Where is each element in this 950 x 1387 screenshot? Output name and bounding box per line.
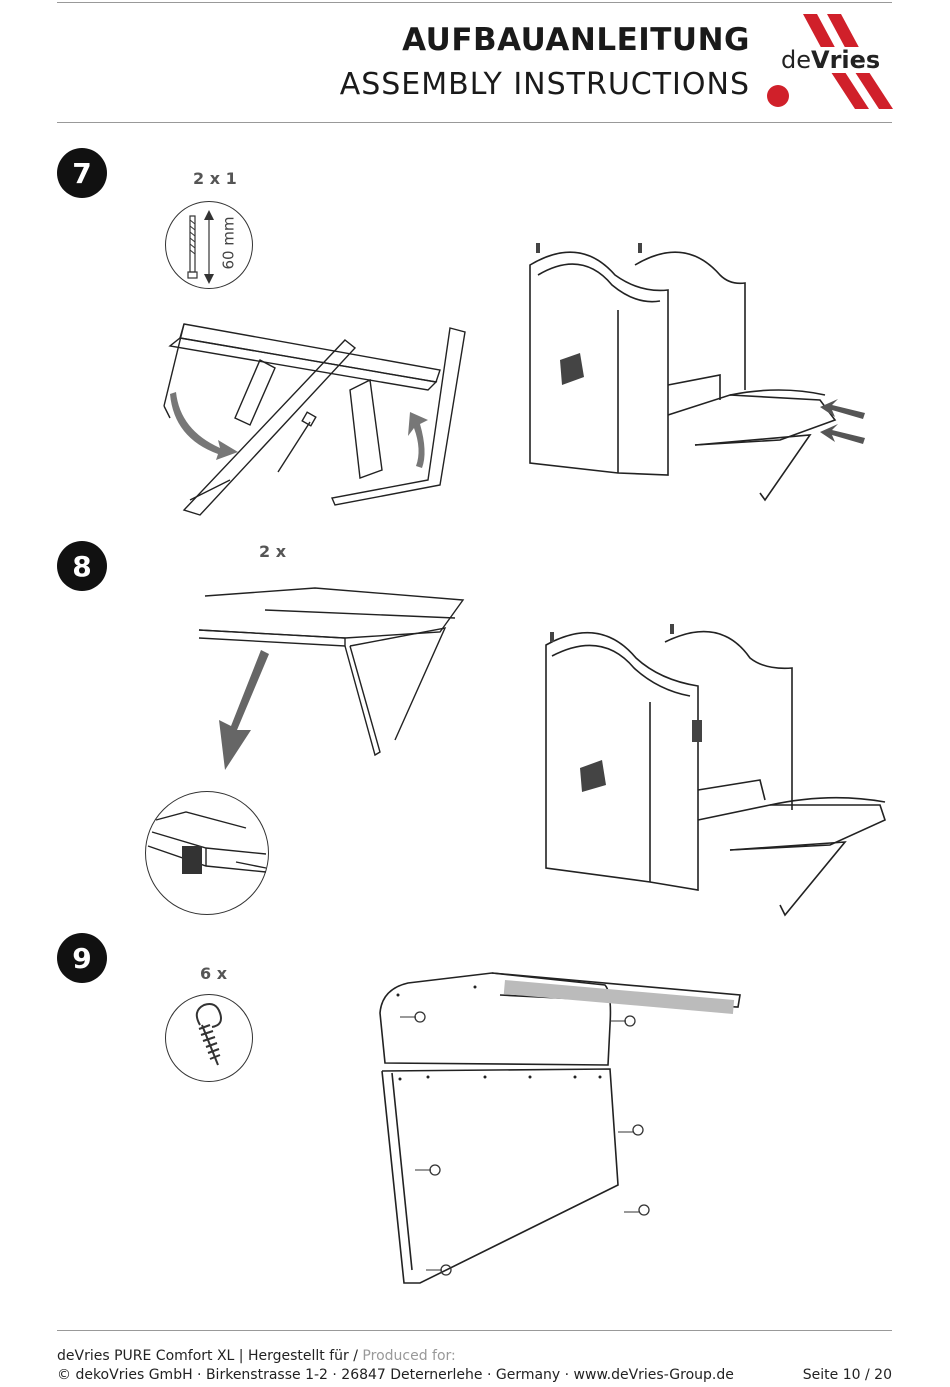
step-7-badge: 7 xyxy=(57,148,107,198)
bolt-icon xyxy=(187,210,214,284)
logo-text-bold: Vries xyxy=(811,46,880,74)
step-7-footrest-drawing xyxy=(163,323,466,516)
footer-product-text: deVries PURE Comfort XL | Hergestellt fü… xyxy=(57,1348,363,1364)
devries-logo: deVries xyxy=(765,14,895,112)
footer-page-number: Seite 10 / 20 xyxy=(802,1367,892,1383)
logo-text-prefix: de xyxy=(781,46,811,74)
screw-hook-icon xyxy=(195,1003,222,1066)
step-8-quantity: 2 x xyxy=(259,542,287,561)
step-9-badge: 9 xyxy=(57,933,107,983)
title-german: AUFBAUANLEITUNG xyxy=(402,22,750,58)
top-rule xyxy=(57,2,892,3)
connector-detail-icon xyxy=(147,811,267,874)
step-7-part-circle: 60 mm xyxy=(165,201,253,289)
step-9-quantity: 6 x xyxy=(200,964,228,983)
step-7-beach-chair-drawing xyxy=(529,243,865,502)
bolt-length-label: 60 mm xyxy=(219,216,238,270)
step-9-canopy-drawing xyxy=(379,972,741,1284)
step-8-footrest-drawing xyxy=(198,587,465,770)
step-8-detail-circle xyxy=(145,791,269,915)
step-7-quantity: 2 x 1 xyxy=(193,169,237,188)
header-rule xyxy=(57,122,892,123)
svg-text:deVries: deVries xyxy=(781,46,880,74)
step-8-beach-chair-drawing xyxy=(545,624,886,917)
title-english: ASSEMBLY INSTRUCTIONS xyxy=(339,67,750,102)
step-9-part-circle xyxy=(165,994,253,1082)
step-8-badge: 8 xyxy=(57,541,107,591)
footer-produced-for: Produced for: xyxy=(362,1348,456,1364)
footer-rule xyxy=(57,1330,892,1331)
footer-product: deVries PURE Comfort XL | Hergestellt fü… xyxy=(57,1348,456,1364)
footer-address: © dekoVries GmbH · Birkenstrasse 1-2 · 2… xyxy=(57,1367,734,1383)
